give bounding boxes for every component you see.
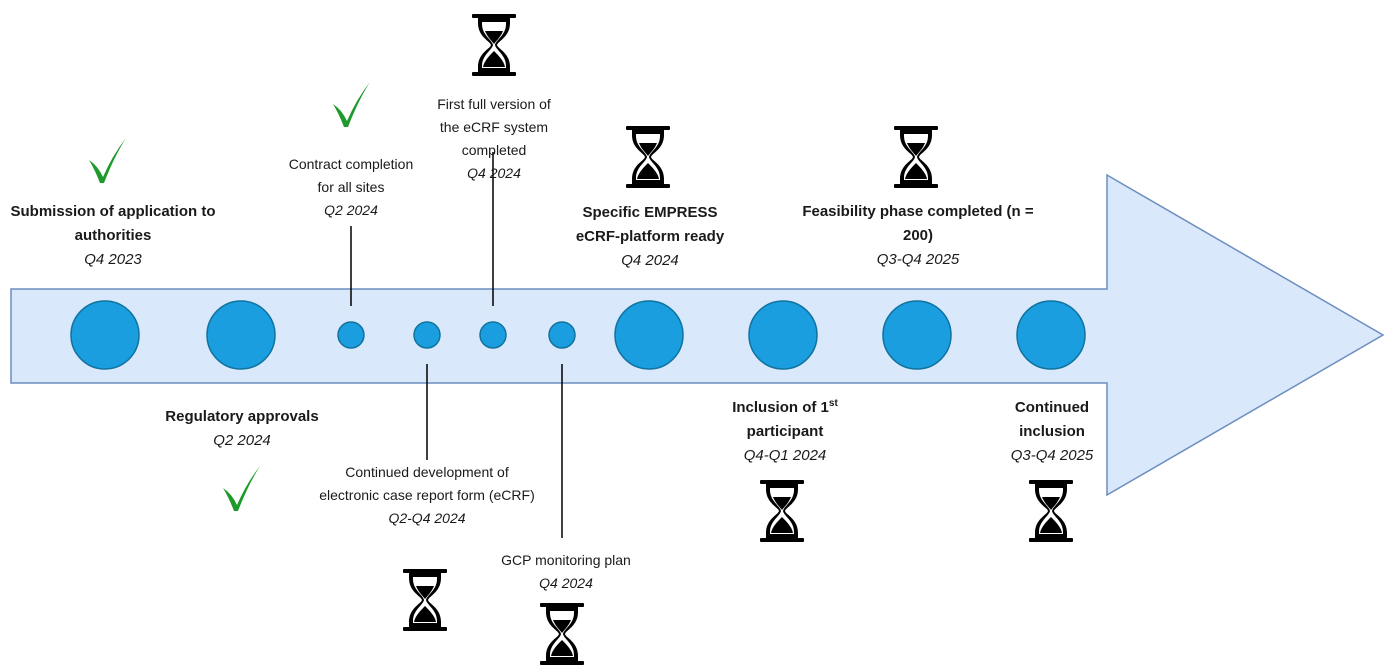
milestone-continued-inclusion: Continued inclusion Q3-Q4 2025 <box>1000 396 1104 468</box>
milestone-title: Regulatory approvals <box>165 408 319 425</box>
node-contract <box>337 321 365 349</box>
milestone-date: Q3-Q4 2025 <box>1010 447 1094 464</box>
milestone-title: Specific EMPRESS eCRF-platform ready <box>575 204 725 245</box>
node-first-version <box>479 321 507 349</box>
milestone-date: Q4-Q1 2024 <box>743 447 827 464</box>
hourglass-icon <box>894 126 938 188</box>
milestone-title: Feasibility phase completed (n = 200) <box>802 203 1034 244</box>
node-platform-ready <box>614 300 684 370</box>
hourglass-icon <box>760 480 804 542</box>
milestone-date: Q4 2023 <box>84 251 142 268</box>
timeline-arrow <box>10 173 1385 497</box>
hourglass-icon <box>472 14 516 76</box>
node-submission <box>70 300 140 370</box>
milestone-title: Contract completion for all sites <box>288 156 414 195</box>
milestone-first-version: First full version of the eCRF system co… <box>433 93 555 185</box>
milestone-date: Q4 2024 <box>539 575 593 591</box>
milestone-submission: Submission of application to authorities… <box>2 200 224 272</box>
node-inclusion-first <box>748 300 818 370</box>
milestone-platform-ready: Specific EMPRESS eCRF-platform ready Q4 … <box>560 201 740 273</box>
milestone-date: Q2 2024 <box>324 202 378 218</box>
node-continued-inclusion <box>1016 300 1086 370</box>
milestone-date: Q2 2024 <box>213 432 271 449</box>
milestone-title: First full version of the eCRF system co… <box>437 96 551 158</box>
milestone-contract: Contract completion for all sites Q2 202… <box>281 153 421 222</box>
hourglass-icon <box>626 126 670 188</box>
node-gcp <box>548 321 576 349</box>
checkmark-icon <box>333 82 370 127</box>
milestone-title: GCP monitoring plan <box>501 552 631 568</box>
milestone-title: Submission of application to authorities <box>10 203 216 244</box>
node-continued-development <box>413 321 441 349</box>
milestone-gcp: GCP monitoring plan Q4 2024 <box>477 549 655 595</box>
checkmark-icon <box>223 466 260 511</box>
milestone-title: Inclusion of 1st participant <box>732 398 838 441</box>
hourglass-icon <box>540 603 584 665</box>
connector-lines <box>350 152 563 538</box>
milestone-title: Continued inclusion <box>1014 399 1090 440</box>
milestone-continued-development: Continued development of electronic case… <box>319 461 535 530</box>
milestone-inclusion-first: Inclusion of 1st participant Q4-Q1 2024 <box>713 396 857 468</box>
milestone-regulatory: Regulatory approvals Q2 2024 <box>142 405 342 453</box>
milestone-title: Continued development of electronic case… <box>319 464 535 503</box>
milestone-date: Q4 2024 <box>467 165 521 181</box>
milestone-date: Q2-Q4 2024 <box>388 510 466 526</box>
node-feasibility <box>882 300 952 370</box>
checkmark-icon <box>89 138 126 183</box>
hourglass-icon <box>1029 480 1073 542</box>
node-regulatory <box>206 300 276 370</box>
status-icons <box>89 82 370 511</box>
milestone-feasibility: Feasibility phase completed (n = 200) Q3… <box>800 200 1036 272</box>
milestone-date: Q4 2024 <box>621 252 679 269</box>
hourglass-icon <box>403 569 447 631</box>
milestone-nodes <box>70 300 1086 370</box>
milestone-date: Q3-Q4 2025 <box>876 251 960 268</box>
